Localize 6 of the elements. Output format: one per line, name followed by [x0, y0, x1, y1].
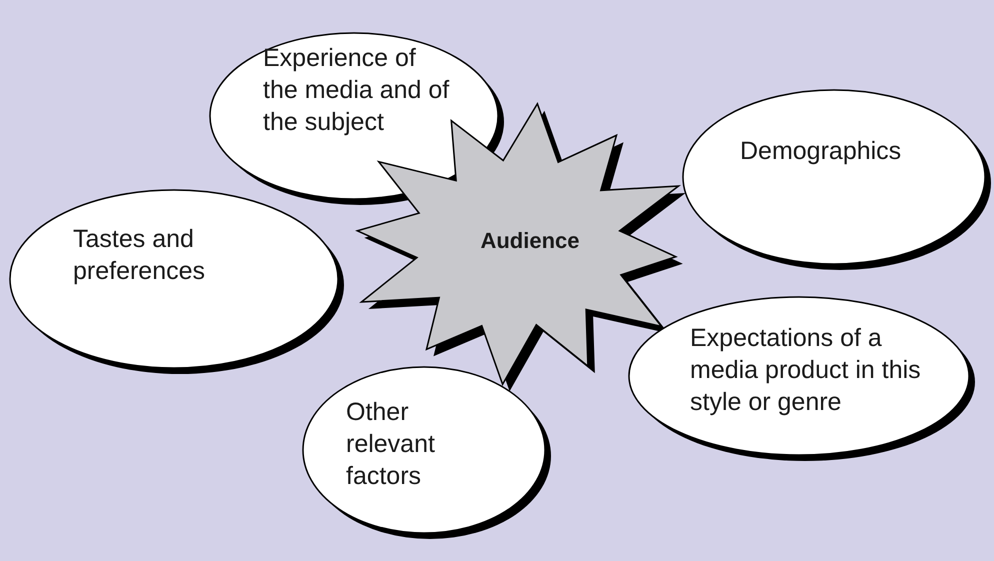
node-text: Expectations of a media product in this style or genre: [690, 323, 922, 418]
node-text: Other relevant factors: [346, 397, 436, 492]
center-label: Audience: [479, 227, 581, 255]
node-text: Demographics: [740, 136, 902, 167]
node-text: Tastes and preferences: [73, 224, 206, 287]
node-text: Experience of the media and of the subject: [263, 43, 450, 138]
